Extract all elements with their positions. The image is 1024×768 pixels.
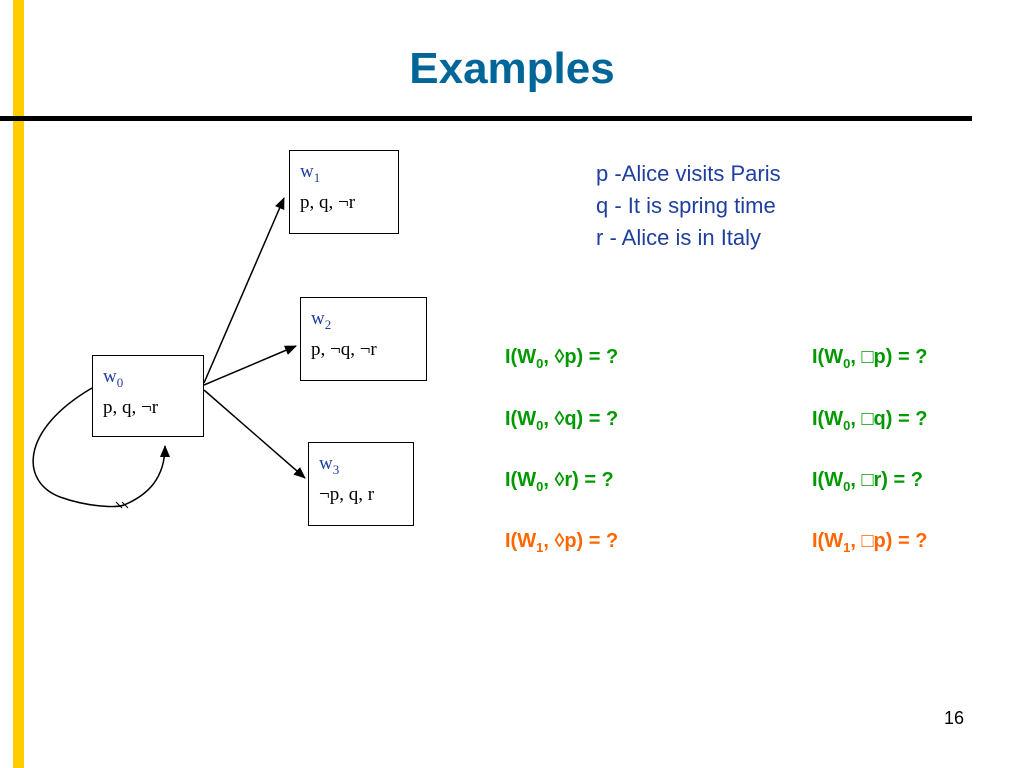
question-7: I(W1, □p) = ? — [812, 530, 928, 555]
legend-item-p: p -Alice visits Paris — [596, 161, 781, 186]
question-1: I(W0, □p) = ? — [812, 346, 928, 371]
edge-w0-w3 — [203, 389, 306, 479]
accent-bar — [13, 0, 24, 768]
page-number: 16 — [943, 708, 964, 728]
question-2: I(W0, ◊q) = ? — [505, 408, 619, 433]
slide-title: Examples — [409, 44, 615, 93]
title-divider — [0, 116, 972, 121]
world-w1-name: w1 — [300, 161, 321, 185]
question-0: I(W0, ◊p) = ? — [505, 346, 619, 371]
world-w1: w1 p, q, ¬r — [289, 150, 399, 234]
world-w0-props: p, q, ¬r — [103, 396, 159, 418]
question-3: I(W0, □q) = ? — [812, 408, 928, 433]
world-w3: w3 ¬p, q, r — [308, 442, 414, 526]
legend-item-r: r - Alice is in Italy — [596, 225, 762, 250]
loop-tick — [115, 501, 129, 509]
question-6: I(W1, ◊p) = ? — [505, 530, 619, 555]
world-w2-name: w2 — [311, 308, 332, 332]
world-w2-props: p, ¬q, ¬r — [311, 338, 377, 360]
question-5: I(W0, □r) = ? — [812, 469, 923, 494]
legend-item-q: q - It is spring time — [596, 193, 776, 218]
world-w0-name: w0 — [103, 366, 124, 390]
question-4: I(W0, ◊r) = ? — [505, 469, 614, 494]
world-w0: w0 p, q, ¬r — [92, 355, 204, 437]
world-w3-name: w3 — [319, 453, 340, 477]
edge-w0-w2 — [203, 345, 297, 386]
proposition-legend: p -Alice visits Paris q - It is spring t… — [596, 158, 781, 254]
edge-w0-w0-loop — [32, 387, 170, 508]
world-w1-props: p, q, ¬r — [300, 191, 356, 213]
world-w2: w2 p, ¬q, ¬r — [300, 297, 427, 381]
world-w3-props: ¬p, q, r — [319, 483, 375, 505]
edge-w0-w1 — [203, 197, 285, 384]
